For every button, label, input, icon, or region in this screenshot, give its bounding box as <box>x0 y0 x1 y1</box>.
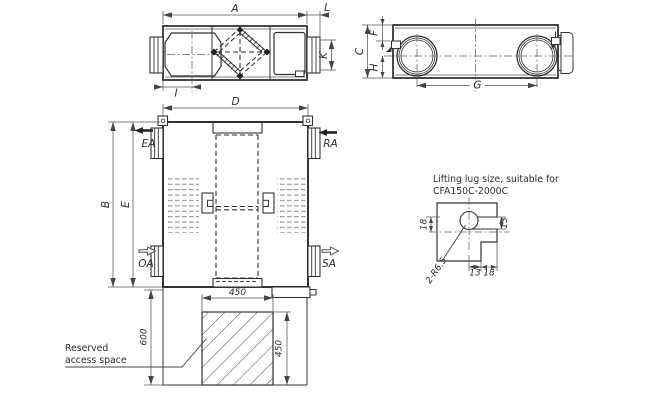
access-note-leader <box>65 338 207 368</box>
lug-dim-left: 18 <box>420 216 440 232</box>
ra-connector <box>307 127 321 160</box>
sa-label: SA <box>322 258 336 270</box>
clip-left <box>201 192 214 214</box>
dim-450-width-label: 450 <box>229 288 246 298</box>
side-view: C F H G <box>354 16 574 92</box>
dim-450-depth-label: 450 <box>275 340 285 357</box>
bottom-junction-box <box>212 277 263 288</box>
sa-connector <box>307 245 321 278</box>
dim-600-label: 600 <box>140 328 150 345</box>
ea-label: EA <box>142 138 156 150</box>
drain-port <box>309 289 317 296</box>
dim-k-label: K <box>318 51 330 59</box>
dim-b-label: B <box>100 201 112 208</box>
oa-label: OA <box>138 258 153 270</box>
ra-airflow-arrow <box>318 129 337 136</box>
dim-f-label: F <box>369 29 381 36</box>
access-space-area <box>201 311 274 386</box>
lug-title-line2: CFA150C-2000C <box>433 186 508 197</box>
dim-i-label: I <box>174 88 177 100</box>
duct-connector-left <box>149 36 164 74</box>
dim-f: F <box>369 16 390 50</box>
top-view: A L <box>149 2 336 100</box>
fan-octagon <box>164 32 222 77</box>
lug-dim-bottom-outer-label: 18 <box>483 269 495 279</box>
lug-detail: Lifting lug size, suitable for CFA150C-2… <box>420 174 559 286</box>
side-handle <box>558 32 574 74</box>
lifting-lug-left <box>386 40 401 52</box>
dim-c-label: C <box>354 47 366 55</box>
top-junction-box <box>212 121 263 134</box>
corner-lug-right <box>302 115 314 127</box>
lug-dim-bottom: 13 18 <box>468 242 498 279</box>
dim-450-depth: 450 <box>273 311 291 385</box>
lug-keyhole-slot <box>459 210 499 231</box>
dim-l: L <box>298 2 330 36</box>
front-view: D <box>100 96 340 299</box>
dim-d-label: D <box>231 96 239 108</box>
dim-g: G <box>417 79 537 92</box>
dim-a-label: A <box>230 3 238 15</box>
duct-connector-right <box>306 36 321 74</box>
dim-i: I <box>154 81 201 100</box>
dim-e-label: E <box>120 201 132 208</box>
lug-dim-bottom-inner-label: 13 <box>469 269 481 279</box>
filter-block-right <box>277 178 308 233</box>
oa-airflow-arrow <box>138 246 157 256</box>
dim-h-label: H <box>369 63 381 71</box>
dim-h: H <box>369 56 385 78</box>
lug-dim-right-label: 13 <box>500 217 510 229</box>
lug-dim-left-label: 18 <box>420 219 430 231</box>
sa-airflow-arrow <box>321 246 340 256</box>
lug-title-line1: Lifting lug size, suitable for <box>433 174 559 185</box>
lug-dim-right: 13 <box>497 216 510 230</box>
filter-block-left <box>168 178 199 233</box>
dim-600-clearance: 600 <box>140 289 163 386</box>
access-note-line1: Reserved <box>65 343 108 354</box>
control-box-panel <box>273 31 306 76</box>
dim-a: A <box>162 3 308 24</box>
ea-connector <box>150 127 164 160</box>
dim-e: E <box>120 122 136 287</box>
dim-g-label: G <box>473 80 481 92</box>
lifting-lug-right <box>551 31 561 50</box>
lug-radius-leader <box>442 224 466 260</box>
drain-pan <box>271 286 311 299</box>
dim-l-label: L <box>324 2 330 14</box>
dim-450-width: 450 <box>201 288 274 312</box>
heat-exchanger-core <box>210 26 271 80</box>
dim-c: C <box>354 24 393 79</box>
dim-k: K <box>318 39 336 71</box>
clip-right <box>262 192 275 214</box>
corner-lug-left <box>157 115 169 127</box>
oa-connector <box>150 245 164 278</box>
ra-label: RA <box>323 138 337 150</box>
ea-airflow-arrow <box>134 127 153 134</box>
access-space: 450 450 600 Reserved access space <box>65 287 308 386</box>
panel-latch <box>295 70 305 77</box>
access-note-line2: access space <box>65 355 127 366</box>
